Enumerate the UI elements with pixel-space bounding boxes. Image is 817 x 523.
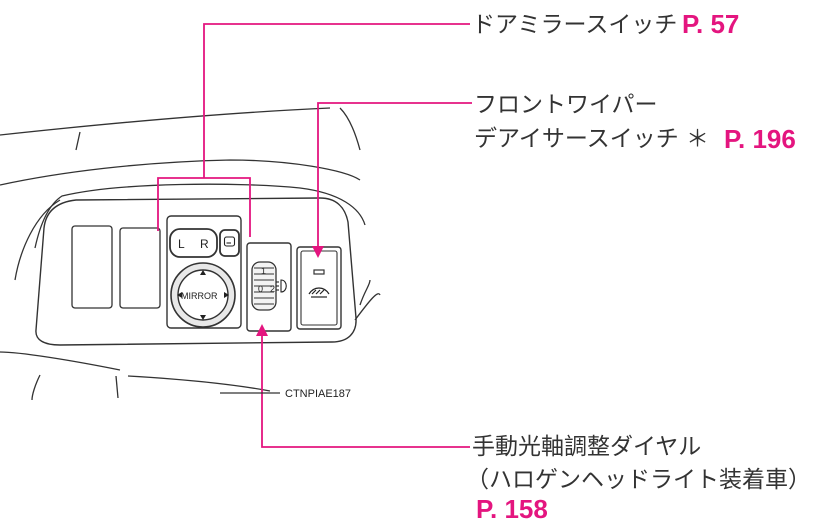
headlight-leveling-page-ref[interactable]: P. 158 — [476, 494, 548, 523]
wiper-leader-arrowhead — [312, 246, 324, 258]
mirror-left-label: L — [178, 237, 185, 251]
wiper-deicer-icon — [308, 287, 330, 298]
headlight-icon — [276, 279, 287, 293]
headlight-leveling-label-line2: （ハロゲンヘッドライト装着車） — [466, 467, 811, 493]
wiper-deicer-label-line1: フロントワイパー — [474, 92, 658, 118]
headlight-leader-arrowhead — [256, 324, 268, 336]
blank-switch-cover-2 — [119, 227, 161, 309]
wiper-deicer-switch[interactable] — [296, 246, 342, 330]
blank-switch-cover-1 — [71, 225, 113, 309]
dial-position-0: 0 — [258, 284, 263, 294]
mirror-up-arrow-icon — [200, 270, 206, 275]
mirror-left-right-selector[interactable] — [169, 228, 218, 258]
door-mirror-switch[interactable]: L R MIRROR — [166, 215, 242, 329]
deicer-indicator-lamp — [313, 269, 325, 275]
wiper-deicer-page-ref[interactable]: P. 196 — [724, 124, 796, 154]
door-mirror-switch-label: ドアミラースイッチ — [472, 12, 677, 38]
wiper-deicer-label-line2: デアイサースイッチ ＊ — [474, 126, 709, 152]
mirror-right-label: R — [200, 237, 209, 251]
door-mirror-page-ref[interactable]: P. 57 — [682, 9, 739, 39]
door-mirror-bracket — [157, 177, 251, 237]
mirror-right-arrow-icon — [224, 292, 229, 298]
figure-code: CTNPIAE187 — [285, 388, 351, 400]
mirror-down-arrow-icon — [200, 315, 206, 320]
headlight-leveling-dial[interactable]: 1 0 2 — [246, 242, 292, 332]
mirror-left-arrow-icon — [177, 292, 182, 298]
mirror-pad-label: MIRROR — [181, 291, 218, 301]
mirror-fold-icon — [223, 236, 236, 247]
dial-position-2: 2 — [270, 284, 275, 294]
door-mirror-leader — [203, 23, 470, 178]
wiper-deicer-leader — [317, 102, 472, 253]
headlight-leveling-label-line1: 手動光軸調整ダイヤル — [472, 434, 701, 460]
dashboard-outline — [0, 107, 381, 401]
callout-lines — [157, 23, 472, 448]
headlight-leveling-leader — [261, 330, 470, 448]
dial-position-1: 1 — [261, 266, 266, 276]
switch-panel — [35, 197, 357, 346]
